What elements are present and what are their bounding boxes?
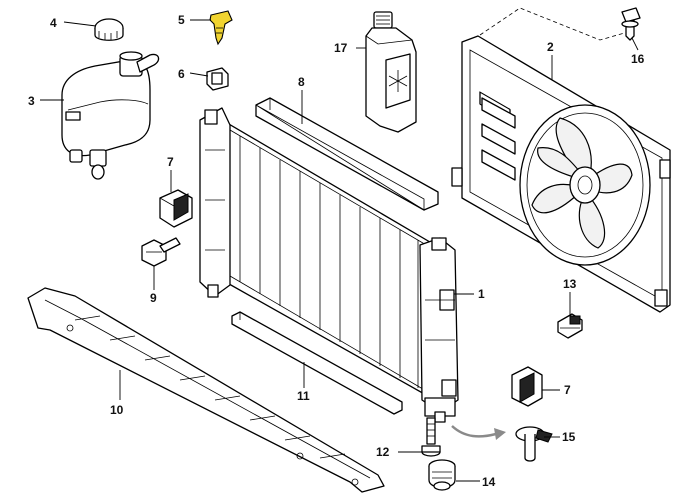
callout-11: 11 [297, 389, 310, 403]
temperature-sensor [557, 313, 583, 339]
connector-line-fan-bolt [479, 7, 629, 41]
lower-air-deflector [27, 287, 385, 493]
callout-3: 3 [28, 94, 35, 108]
bleed-screw-seal [206, 67, 229, 91]
radiator-fins [239, 136, 419, 388]
expansion-tank-cap [94, 18, 124, 41]
fan-blades [531, 117, 633, 249]
callout-10: 10 [110, 403, 124, 417]
callout-leaders [40, 19, 639, 482]
drain-plug [428, 459, 456, 491]
callout-4: 4 [50, 16, 57, 30]
callout-2: 2 [547, 40, 554, 54]
radiator-bolt-9 [141, 237, 181, 267]
callout-5: 5 [178, 13, 185, 27]
expansion-tank [61, 51, 160, 180]
snowflake-icon [388, 70, 408, 92]
lower-radiator-seal [231, 311, 403, 415]
callout-labels: 1 2 3 4 5 6 7 7 8 9 10 11 12 13 14 15 16… [28, 13, 645, 489]
radiator-insulator-upper [159, 189, 193, 228]
upper-air-deflector-seal [255, 97, 439, 211]
callout-12: 12 [376, 445, 390, 459]
callout-9: 9 [150, 291, 157, 305]
callout-8: 8 [298, 75, 305, 89]
callout-15: 15 [562, 430, 576, 444]
cooling-fan-shroud [451, 35, 671, 313]
bleed-screw [209, 10, 233, 46]
radiator-bolt-12 [421, 417, 441, 457]
callout-1: 1 [478, 287, 485, 301]
callout-7-lower: 7 [564, 383, 571, 397]
radiator-insulator-lower [511, 366, 543, 407]
fan-shroud-bolt [621, 7, 641, 41]
callout-13: 13 [563, 277, 577, 291]
direction-arrow [451, 425, 506, 440]
callout-6: 6 [178, 67, 185, 81]
coolant-bottle [365, 11, 417, 133]
callout-7-upper: 7 [167, 155, 174, 169]
deflector-slots [74, 315, 346, 459]
callout-16: 16 [631, 52, 645, 66]
callout-17: 17 [334, 41, 348, 55]
retaining-clip [515, 426, 553, 462]
callout-14: 14 [482, 475, 496, 489]
radiator [199, 107, 459, 423]
